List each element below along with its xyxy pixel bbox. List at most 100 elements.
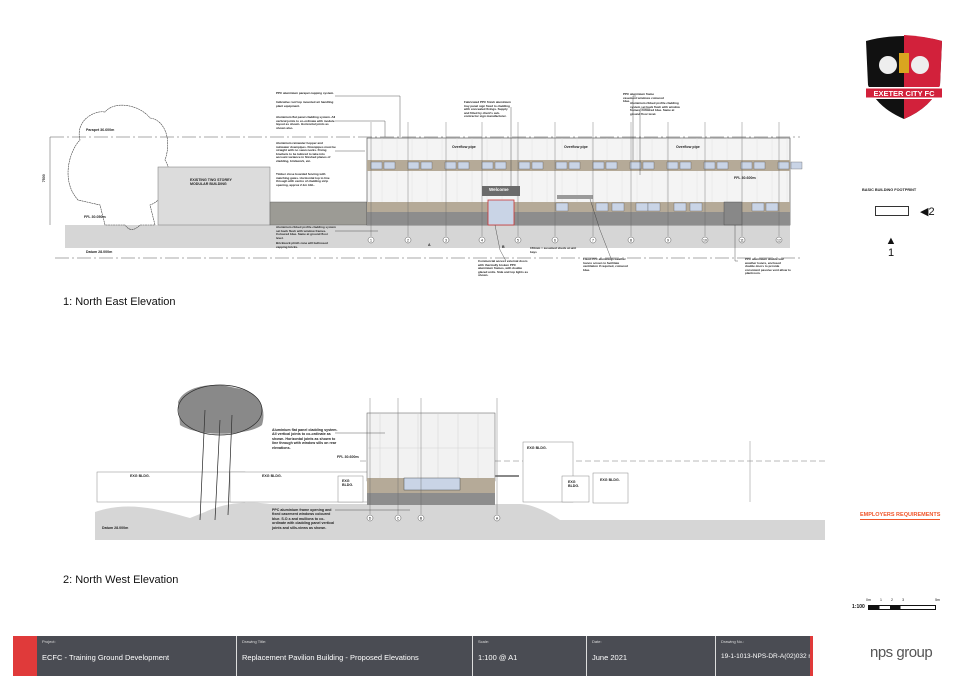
window [407, 161, 420, 170]
gridline-label: 9 [667, 238, 669, 242]
date-value: June 2021 [592, 653, 628, 662]
date-cell: Date:June 2021 [587, 636, 716, 676]
north-east-elevation-title: 1: North East Elevation [63, 296, 176, 308]
section-mark-b: B [502, 245, 505, 249]
gridline-label: 1 [370, 238, 372, 242]
existing-building-label: EXISTING TWO STOREY MODULAR BUILDING [190, 178, 232, 187]
gridline-label: A [496, 516, 499, 520]
scale-tick: 3 [902, 598, 905, 602]
drawing-title-cell: Drawing Title: Replacement Pavilion Build… [237, 636, 473, 676]
dimension-height: 7500 [41, 174, 46, 183]
exg-bldg-label: EXG BLDG. [568, 480, 580, 489]
parapet-level: Parapet 36.600m [86, 128, 115, 132]
gridline-label: 5 [517, 238, 519, 242]
window [642, 161, 655, 170]
gridline-label: 12 [777, 238, 781, 242]
annotation-note: Aluminium ribbed profile cladding system… [630, 101, 680, 116]
cladding-note: Aluminium flat panel cladding system. Al… [272, 428, 338, 450]
gridline-label: 4 [481, 238, 483, 242]
ffl-right-level: FFL 30.600m [734, 176, 756, 180]
project-value: ECFC - Training Ground Development [42, 653, 170, 662]
gridline-bubble [478, 236, 486, 244]
gridline-bubble [367, 236, 375, 244]
scale-label: Scale: [478, 639, 490, 644]
north-west-elevation-title: 2: North West Elevation [63, 574, 179, 586]
window [666, 161, 679, 170]
annotation-note: Commercial access external doors with th… [478, 259, 529, 278]
marker-2-label: 2 [928, 206, 935, 218]
window [716, 161, 729, 170]
gridline-label: 2 [407, 238, 409, 242]
gridline-label: 11 [740, 238, 744, 242]
overflow-label: Overflow pipe [676, 145, 700, 149]
ffl-left-level: FFL 30.050m [84, 215, 106, 219]
window [751, 202, 765, 212]
marker-1-label: 1 [887, 247, 895, 259]
crest-text: EXETER CITY FC [873, 89, 935, 98]
scale-cell: Scale:1:100 @ A1 [473, 636, 587, 676]
window [595, 202, 609, 212]
project-cell: Project: ECFC - Training Ground Developme… [37, 636, 237, 676]
scale-tick: 0m [866, 598, 871, 602]
window [518, 161, 531, 170]
window [444, 161, 457, 170]
window [703, 161, 716, 170]
exeter-city-fc-crest: EXETER CITY FC [864, 35, 944, 119]
window [673, 202, 687, 212]
nps-group-logo-text: nps group [870, 644, 933, 661]
scale-tick: 1 [879, 598, 882, 602]
gridline-bubble [738, 236, 746, 244]
project-label: Project: [42, 639, 56, 644]
footprint-rectangle [875, 206, 909, 216]
window [605, 161, 618, 170]
gridline-bubble [664, 236, 672, 244]
gridline-label: C [397, 516, 400, 520]
window [611, 202, 625, 212]
window [635, 202, 649, 212]
gridline-bubble [514, 236, 522, 244]
scale-tick: 2 [891, 598, 893, 602]
window [753, 161, 766, 170]
annotation-note: Aluminium ribbed profile cladding system… [276, 225, 336, 240]
window [765, 202, 779, 212]
gridline-label: 6 [554, 238, 556, 242]
gridline-bubble [417, 514, 425, 522]
welcome-sign: Welcome [489, 187, 509, 192]
nps-group-logo: nps group [870, 644, 933, 661]
window [555, 161, 568, 170]
window [592, 161, 605, 170]
datum-level: Datum 28.000m [86, 250, 113, 254]
window [420, 161, 433, 170]
gridline-bubble [442, 236, 450, 244]
scale-bar [868, 605, 936, 610]
scale-tick: 5m [935, 598, 940, 602]
window [457, 161, 470, 170]
annotation-note: Indicative roof top mounted air handling… [276, 100, 334, 108]
gridline-label: 7 [592, 238, 594, 242]
exg-bldg-label: EXG BLDG. [262, 474, 282, 478]
window [383, 161, 396, 170]
exg-bldg-label: EXG BLDG. [527, 446, 547, 450]
section-mark-a: A [428, 243, 431, 247]
window [555, 202, 569, 212]
gridline-bubble [701, 236, 709, 244]
gridline-label: 8 [630, 238, 632, 242]
gridline-bubble [775, 236, 783, 244]
window [629, 161, 642, 170]
drawing-title-value: Replacement Pavilion Building - Proposed… [242, 653, 419, 662]
annotation-note: Aluminium flat panel cladding system. Al… [276, 115, 336, 130]
gridline-bubble [551, 236, 559, 244]
overflow-label: Overflow pipe [452, 145, 476, 149]
ffl-level: FFL 30.600m [337, 455, 359, 459]
annotation-note: Timber close boarded fencing with matchi… [276, 172, 330, 187]
gridline-label: 10 [703, 238, 707, 242]
window [790, 161, 803, 170]
window [647, 202, 661, 212]
view-marker-2: ◀2 [920, 205, 935, 218]
gridline-bubble [394, 514, 402, 522]
view-marker-1: ▲1 [885, 235, 897, 259]
window [531, 161, 544, 170]
drawing-title-label: Drawing Title: [242, 639, 267, 644]
